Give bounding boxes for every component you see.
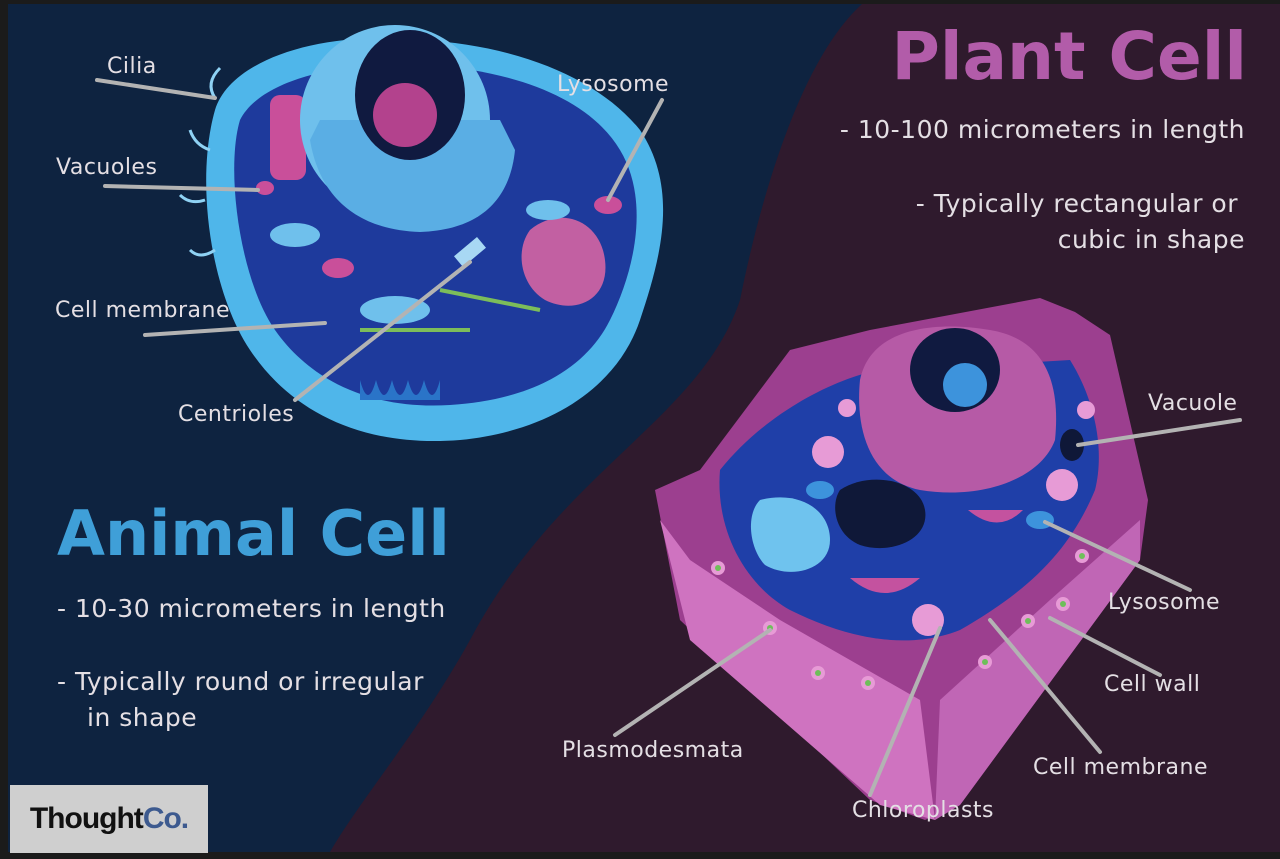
plant-cell-title: Plant Cell xyxy=(891,18,1248,95)
animal-cell-illustration xyxy=(206,25,664,442)
label-plant-lysosome: Lysosome xyxy=(1108,590,1221,615)
label-vacuole: Vacuole xyxy=(1148,391,1238,416)
animal-bullet-shape-cont: in shape xyxy=(87,703,198,732)
logo-text-thought: Thought xyxy=(29,802,144,835)
label-animal-cell-membrane: Cell membrane xyxy=(55,298,230,323)
label-vacuoles: Vacuoles xyxy=(56,155,158,180)
label-plant-cell-membrane: Cell membrane xyxy=(1033,755,1208,780)
logo-text-co: Co. xyxy=(142,802,189,835)
label-animal-lysosome: Lysosome xyxy=(557,72,670,97)
animal-bullet-size: - 10-30 micrometers in length xyxy=(57,594,446,623)
plant-cell-illustration xyxy=(655,298,1148,820)
label-centrioles: Centrioles xyxy=(178,402,295,427)
label-chloroplasts: Chloroplasts xyxy=(852,798,995,823)
label-cilia: Cilia xyxy=(107,54,157,79)
animal-cell-title: Animal Cell xyxy=(57,497,450,570)
label-cell-wall: Cell wall xyxy=(1104,672,1201,697)
plant-bullet-shape: - Typically rectangular or xyxy=(915,189,1238,218)
animal-bullet-shape: - Typically round or irregular xyxy=(57,667,424,696)
leader-lines xyxy=(95,78,1242,797)
plant-bullet-size: - 10-100 micrometers in length xyxy=(839,115,1245,144)
plant-bullet-shape-cont: cubic in shape xyxy=(1057,225,1245,254)
label-plasmodesmata: Plasmodesmata xyxy=(562,738,744,763)
cilia-illustration xyxy=(178,66,222,257)
